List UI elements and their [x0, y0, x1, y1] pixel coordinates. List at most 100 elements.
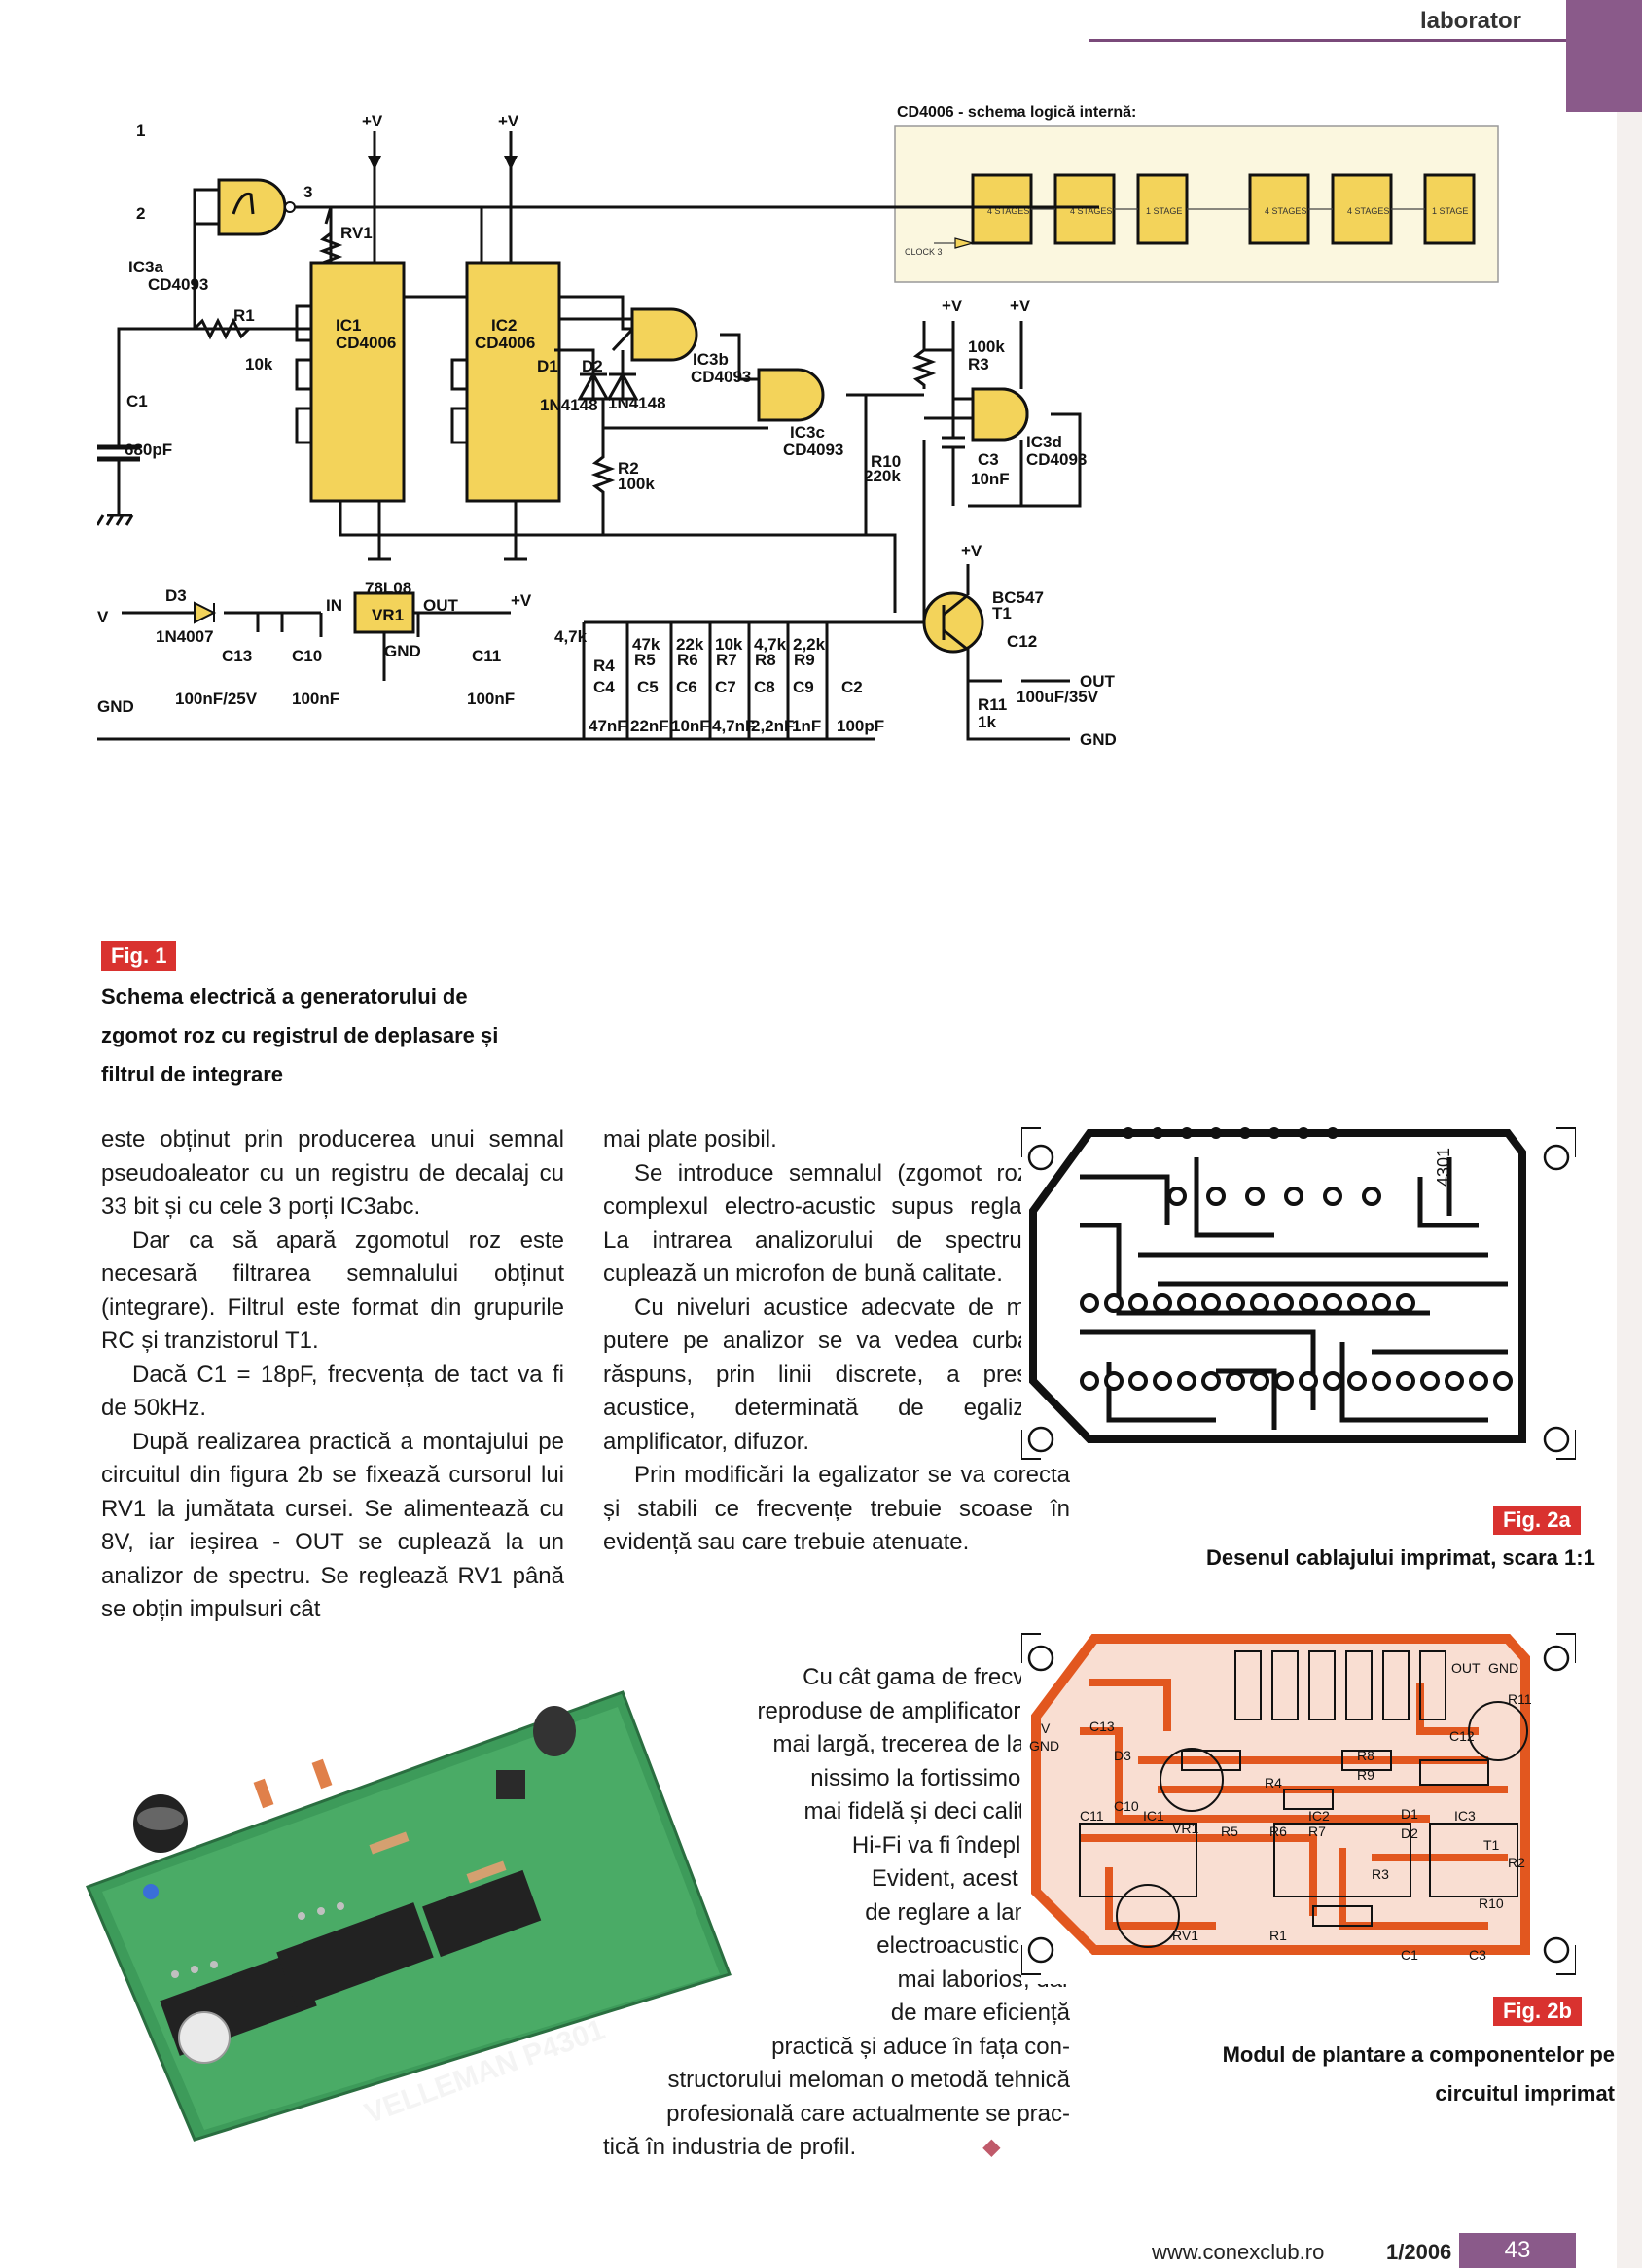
- pcb-label: C12: [1449, 1728, 1475, 1744]
- gnd-input-label: GND: [97, 697, 134, 716]
- pcb-id-text: 4301: [1434, 1148, 1453, 1187]
- vplus-label: +V: [498, 112, 519, 130]
- c13-value: 100nF/25V: [175, 690, 258, 708]
- pcb-label: D3: [1114, 1748, 1131, 1763]
- c1-value: 680pF: [125, 441, 172, 459]
- c11-value: 100nF: [467, 690, 515, 708]
- text-column-2: mai plate posibil. Se introduce semnalul…: [603, 1123, 1070, 1560]
- c3-value: 10nF: [971, 470, 1010, 488]
- text-line: reproduse de amplificator va fi: [757, 1697, 1071, 1724]
- fig2b-caption: Modul de plantare a componentelor pe cir…: [1196, 2036, 1615, 2113]
- pcb-label: OUT: [1451, 1660, 1481, 1676]
- ic3a-type: CD4093: [148, 275, 208, 294]
- fig1-caption: Schema electrică a generatorului de zgom…: [101, 977, 568, 1094]
- gnd-label: GND: [1080, 730, 1117, 749]
- rc-filter-output: 4,7k R4 47k R5 22k R6 10k R7 4,7k R8 2,2…: [554, 535, 1117, 749]
- pcb-label: R7: [1308, 1824, 1326, 1839]
- ic2-type: CD4006: [475, 334, 535, 352]
- text-column-1: este obținut prin producerea unui semnal…: [101, 1123, 564, 1627]
- pcb-label: V: [1041, 1720, 1051, 1736]
- c12-value: 100uF/35V: [1017, 688, 1099, 706]
- r11-value: 1k: [978, 713, 996, 731]
- r-label: R8: [755, 651, 776, 669]
- pcb-label: R9: [1357, 1767, 1374, 1783]
- paragraph: Se introduce semnalul (zgomot roz) la co…: [603, 1159, 1070, 1288]
- stage-label: 1 STAGE: [1432, 206, 1468, 216]
- c11-label: C11: [472, 647, 501, 665]
- pcb-label: GND: [1029, 1738, 1059, 1754]
- pcb-label: C13: [1089, 1719, 1115, 1734]
- pcb-placement-drawing: C13 D3 C10 VR1 R5 R6 R7 R8 R9 C12 R11 OU…: [1021, 1624, 1576, 1984]
- stage-label: 4 STAGES: [1265, 206, 1306, 216]
- d3-label: D3: [165, 586, 187, 605]
- c-value: 22nF: [630, 717, 669, 735]
- c-value: 47nF: [589, 717, 627, 735]
- text-line: profesională care actualmente se prac-: [666, 2100, 1070, 2127]
- pcb-label: R10: [1479, 1896, 1504, 1911]
- r-value: 47k: [632, 635, 660, 654]
- fig2a-tag: Fig. 2a: [1493, 1506, 1581, 1535]
- pcb-label: IC2: [1308, 1808, 1330, 1824]
- pin-label: 3: [303, 183, 312, 201]
- fig1-tag: Fig. 1: [101, 941, 177, 971]
- r10-label: R10: [871, 452, 901, 471]
- c3-label: C3: [978, 450, 999, 469]
- pcb-label: C1: [1401, 1947, 1418, 1963]
- r-label: R9: [794, 651, 815, 669]
- vr1-label: VR1: [372, 606, 404, 624]
- c-value: 1nF: [792, 717, 821, 735]
- vr1-gnd-label: GND: [384, 642, 421, 660]
- c12-label: C12: [1007, 632, 1037, 651]
- r-value: 4,7k: [554, 627, 588, 646]
- r1-label: R1: [233, 306, 255, 325]
- pcb-label: D2: [1401, 1825, 1418, 1841]
- t1-label: T1: [992, 604, 1012, 622]
- side-margin-strip: [1617, 112, 1642, 2268]
- c-label: C5: [637, 678, 659, 696]
- d3-type: 1N4007: [156, 627, 214, 646]
- text-line: practică și aduce în fața con-: [771, 2033, 1070, 2060]
- paragraph: Dacă C1 = 18pF, frecvența de tact va fi …: [101, 1361, 564, 1422]
- vplus-label: +V: [942, 297, 963, 315]
- paragraph: mai plate posibil.: [603, 1126, 777, 1152]
- pcb-label: VR1: [1172, 1821, 1198, 1836]
- d2-type: 1N4148: [608, 394, 666, 412]
- text-line: structorului meloman o metodă tehnică: [667, 2067, 1070, 2093]
- header-rule: [1089, 39, 1576, 42]
- c-label: C9: [793, 678, 814, 696]
- c-value: 2,2nF: [751, 717, 794, 735]
- vplus-label: +V: [511, 591, 532, 610]
- c-label: C7: [715, 678, 736, 696]
- footer-url: www.conexclub.ro: [1152, 2240, 1325, 2264]
- pcb-label: R1: [1269, 1928, 1287, 1943]
- ic2-label: IC2: [491, 316, 517, 335]
- c-value: 4,7nF: [712, 717, 755, 735]
- clock-label: CLOCK 3: [905, 247, 943, 257]
- r-label: R4: [593, 656, 615, 675]
- fig2a-caption: Desenul cablajului imprimat, scara 1:1: [1206, 1545, 1595, 1570]
- d1-type: 1N4148: [540, 396, 598, 414]
- pcb-label: C11: [1080, 1808, 1104, 1824]
- paragraph: este obținut prin producerea unui semnal…: [101, 1126, 564, 1220]
- c-value: 10nF: [671, 717, 710, 735]
- c13-label: C13: [222, 647, 252, 665]
- c-value: 100pF: [837, 717, 884, 735]
- vr1-out-label: OUT: [423, 596, 459, 615]
- board-photo: VELLEMAN P4301: [86, 1690, 732, 2142]
- pcb-label: R3: [1372, 1866, 1389, 1882]
- r-label: R5: [634, 651, 656, 669]
- r-value: 10k: [715, 635, 743, 654]
- pcb-label: C10: [1114, 1798, 1139, 1814]
- stage-label: 1 STAGE: [1146, 206, 1182, 216]
- text-line: mai largă, trecerea de la pia-: [772, 1731, 1070, 1757]
- c-label: C6: [676, 678, 697, 696]
- vplus-label: +V: [961, 542, 982, 560]
- pin-label: 2: [136, 204, 145, 223]
- stage-label: 4 STAGES: [987, 206, 1029, 216]
- pcb-label: T1: [1483, 1837, 1500, 1853]
- text-line: de mare eficiență: [890, 2000, 1070, 2026]
- cd4006-logic-inset: CD4006 - schema logică internă: 4 STAGES…: [894, 104, 1499, 283]
- t1-type: BC547: [992, 588, 1044, 607]
- ic1-type: CD4006: [336, 334, 396, 352]
- c-label: C4: [593, 678, 615, 696]
